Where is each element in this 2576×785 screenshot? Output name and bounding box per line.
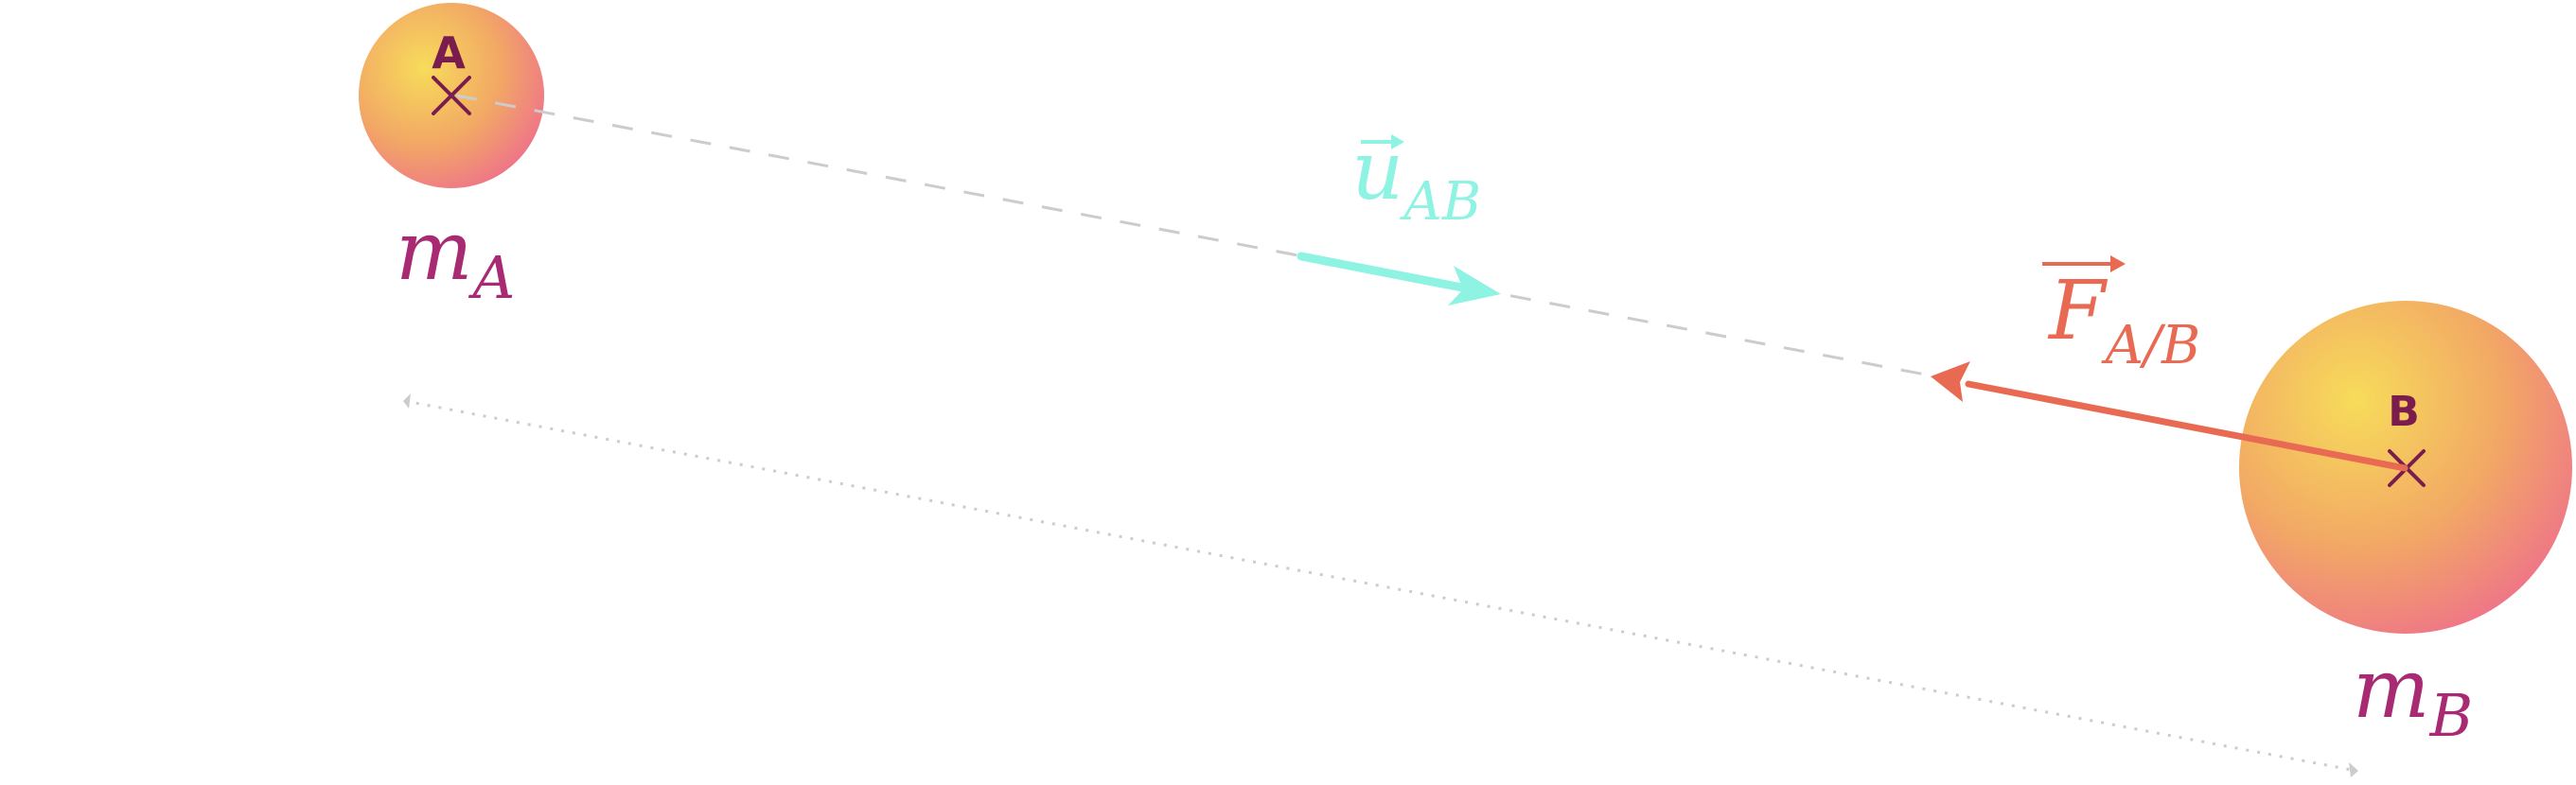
force-vector-shaft [1965, 380, 2408, 472]
force-vector-label: FA/B [2042, 255, 2200, 376]
unit-vector-shaft [1297, 252, 1472, 293]
point-a-cross [432, 76, 471, 115]
point-b-label: B [2388, 388, 2420, 436]
mass-a-symbol: m [396, 204, 473, 299]
force-vector-symbol: F [2047, 264, 2108, 358]
unit-vector-label: uAB [1351, 124, 1481, 233]
force-vector-arrowhead [1931, 361, 1970, 402]
distance-arrow-right [2349, 762, 2358, 777]
unit-vector-subscript: AB [1399, 171, 1481, 233]
unit-vector-symbol: u [1351, 124, 1403, 218]
point-a-label: A [432, 27, 466, 78]
mass-a-subscript: A [468, 243, 516, 312]
mass-b-symbol: m [2353, 642, 2430, 737]
force-vector-subscript: A/B [2101, 315, 2200, 376]
line-a-to-b [455, 94, 1936, 378]
unit-vector-arrowhead [1448, 266, 1501, 305]
svg-text:uAB: uAB [1351, 124, 1481, 233]
mass-b-subscript: B [2429, 681, 2474, 750]
distance-arrow-left [403, 393, 411, 409]
svg-text:FA/B: FA/B [2047, 264, 2200, 376]
mass-b-label: mB [2353, 642, 2473, 750]
mass-a-label: mA [396, 204, 515, 312]
distance-line [404, 399, 2357, 773]
